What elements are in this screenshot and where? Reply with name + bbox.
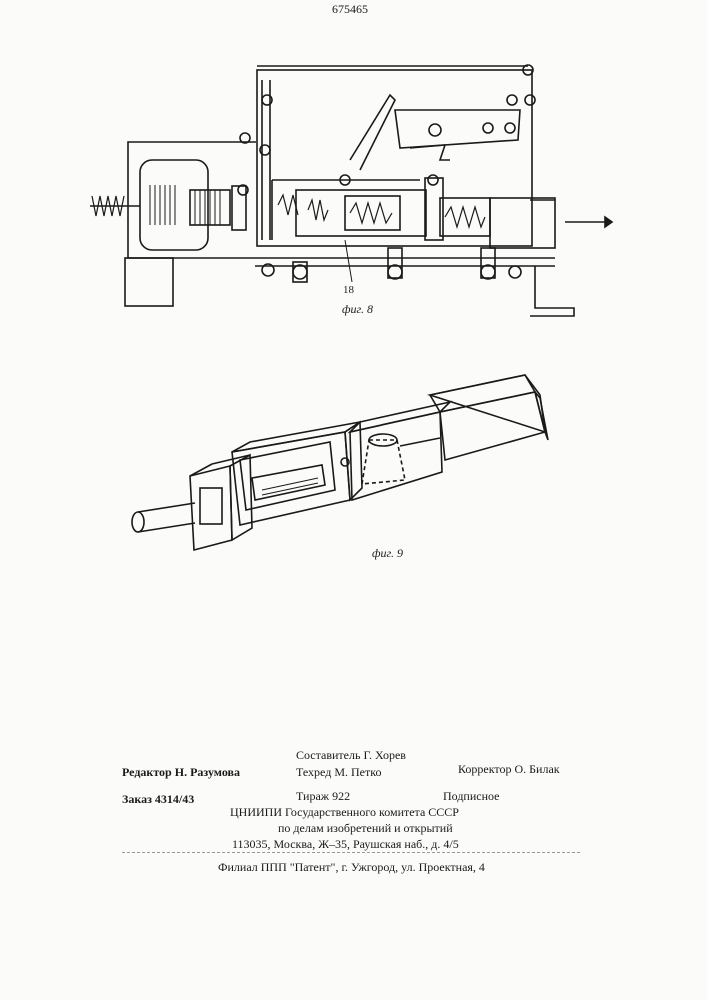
- korrektor: Корректор О. Билак: [458, 762, 560, 777]
- sostavitel: Составитель Г. Хорев: [296, 748, 406, 763]
- filial: Филиал ППП "Патент", г. Ужгород, ул. Про…: [218, 860, 485, 875]
- org-line-2: по делам изобретений и открытий: [278, 821, 453, 836]
- redaktor: Редактор Н. Разумова: [122, 765, 240, 780]
- figure-9-drawing: [0, 0, 707, 580]
- org-line-1: ЦНИИПИ Государственного комитета СССР: [230, 805, 459, 820]
- tehred: Техред М. Петко: [296, 765, 381, 780]
- zakaz: Заказ 4314/43: [122, 792, 194, 807]
- podpisnoe: Подписное: [443, 789, 500, 804]
- divider: [122, 852, 580, 853]
- tirazh: Тираж 922: [296, 789, 350, 804]
- figure-9-caption: фиг. 9: [372, 546, 403, 561]
- org-address: 113035, Москва, Ж–35, Раушская наб., д. …: [232, 837, 459, 852]
